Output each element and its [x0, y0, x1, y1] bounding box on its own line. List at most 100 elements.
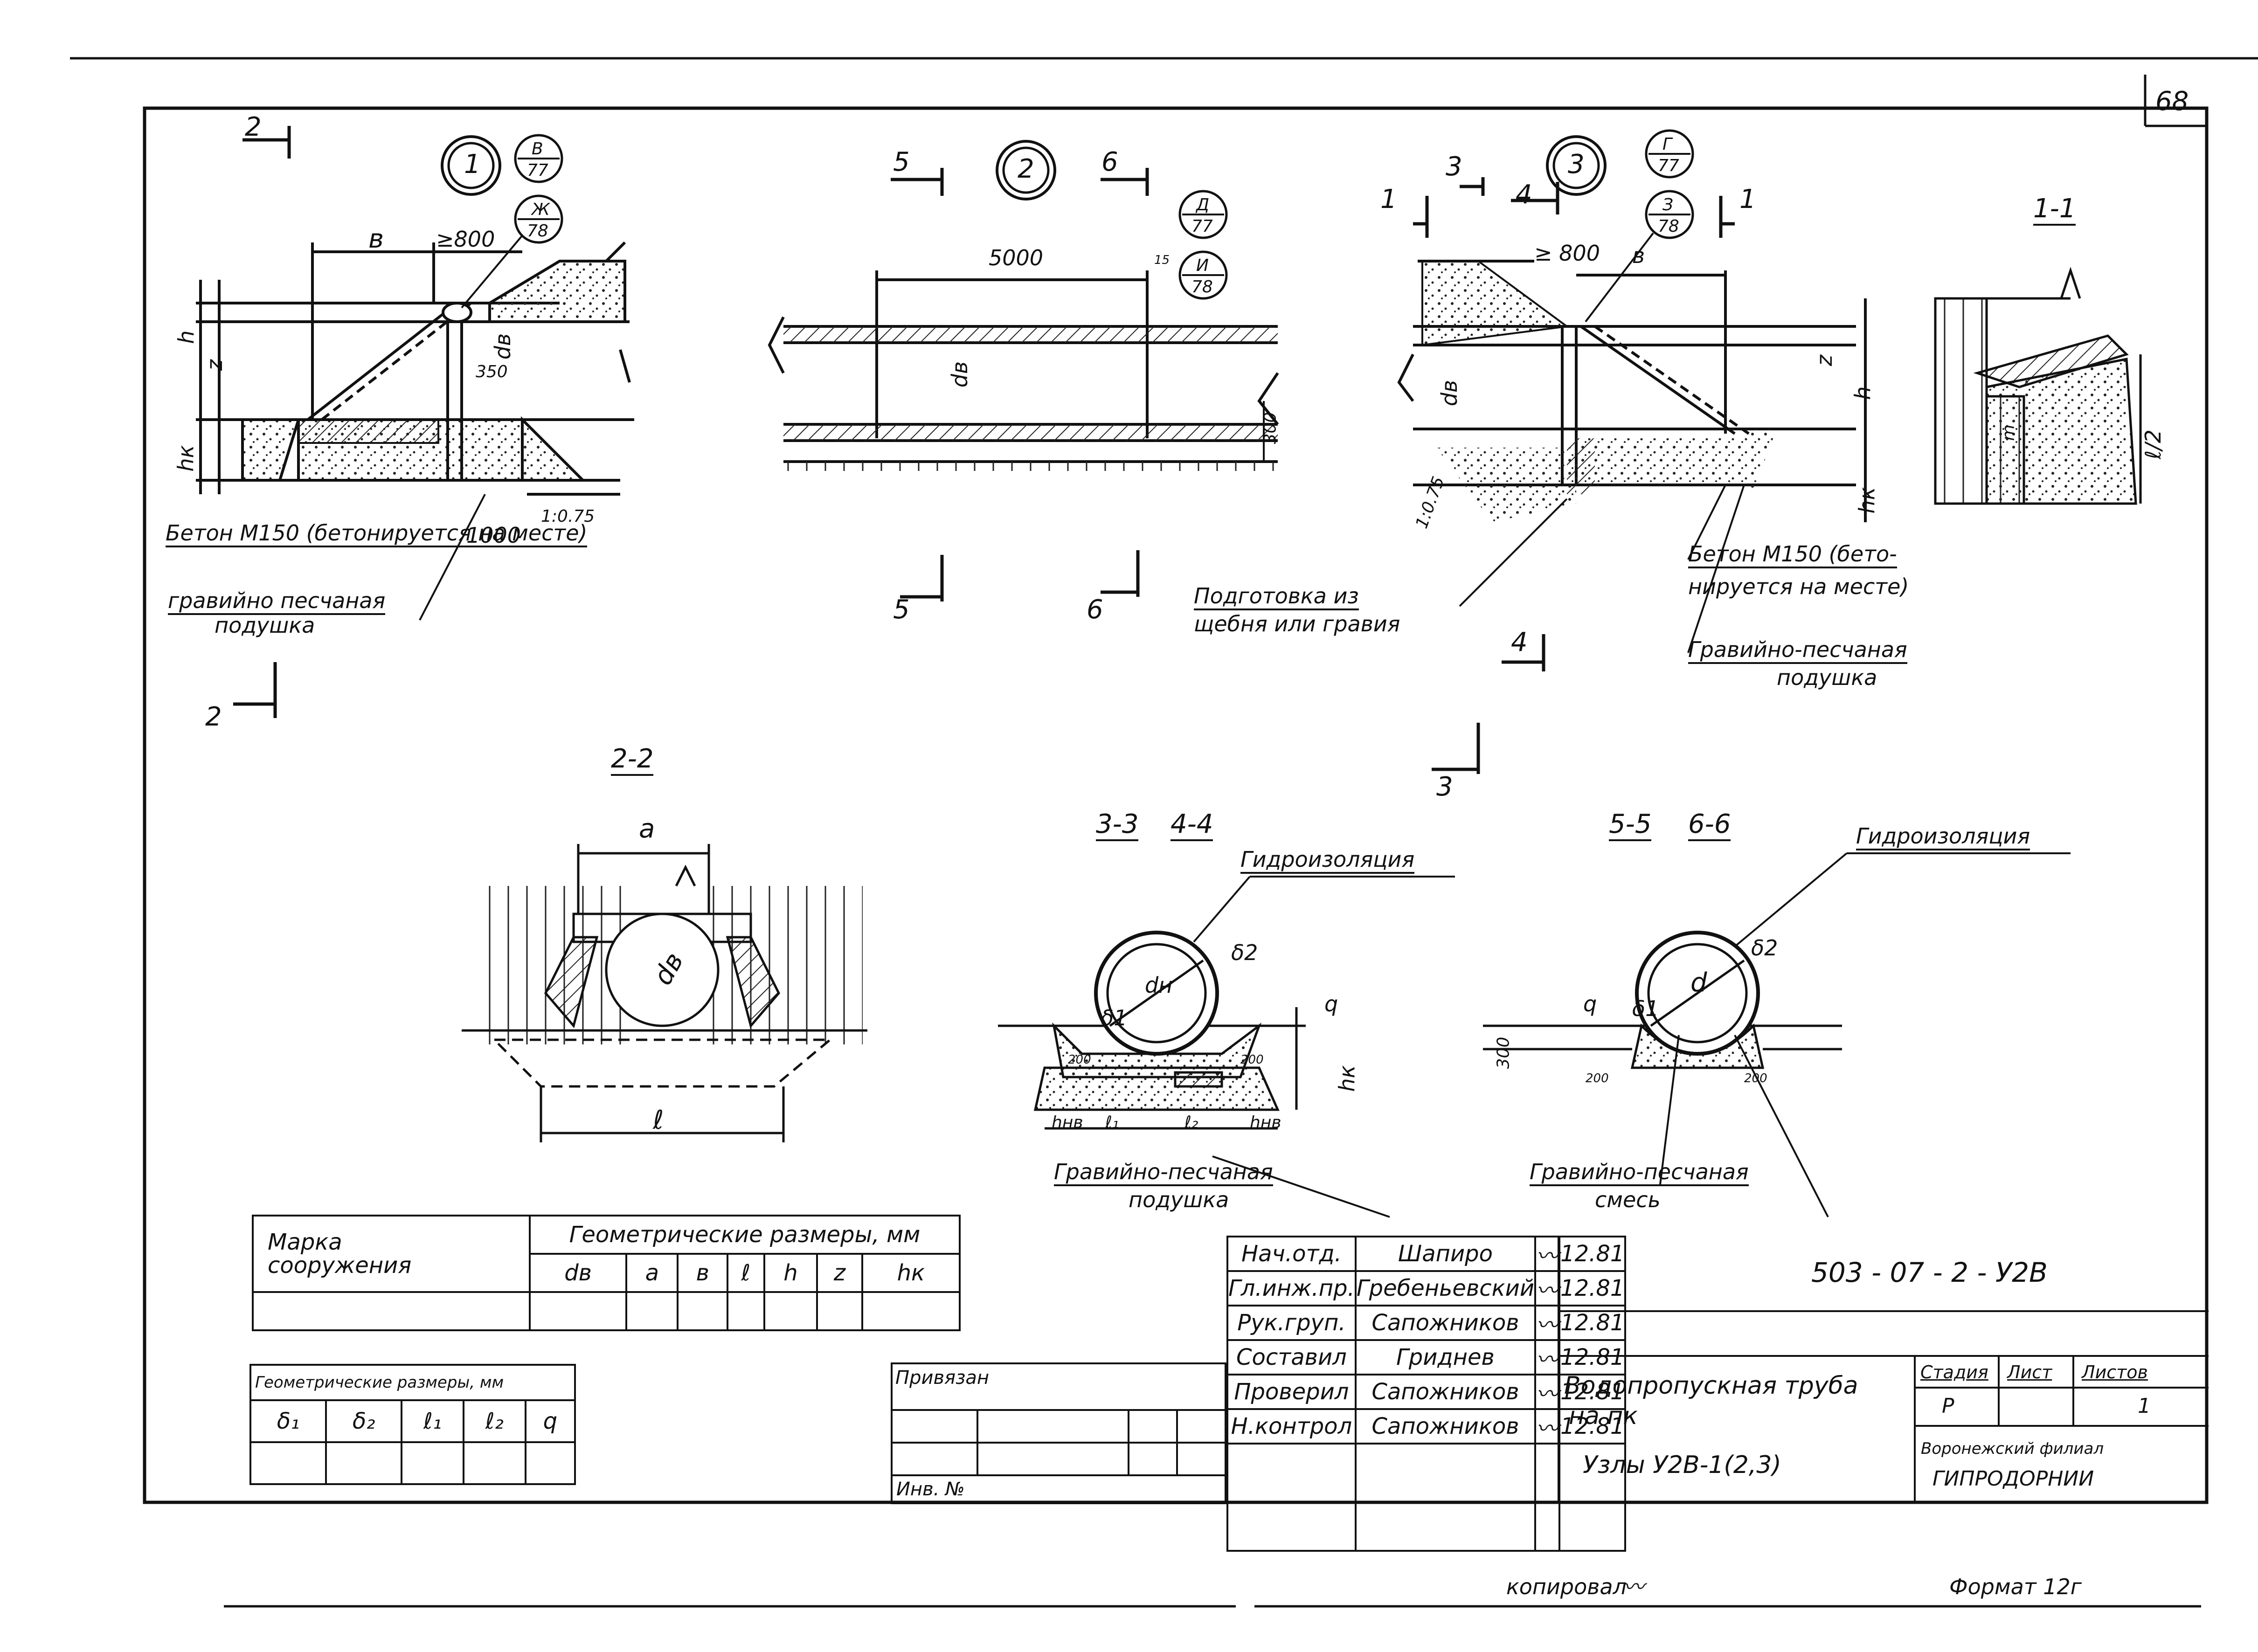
dim-hnb-33-left: hнв: [1052, 1113, 1083, 1132]
dim-m-11: m: [1999, 424, 2018, 441]
sig-name: Гребеньевский: [1354, 1270, 1537, 1306]
dim-15: 15: [1154, 253, 1170, 267]
node1-ref-b-bot: 78: [527, 221, 548, 241]
node1-head-cap: [442, 302, 472, 323]
cut-4-label-top: 4: [1516, 180, 1532, 210]
cut-3-4-1-marks: [1413, 177, 1735, 774]
sig-date: 12.81: [1558, 1339, 1627, 1376]
sig-date: 12.81: [1558, 1305, 1627, 1341]
table-header: Геометрические размеры, мм: [529, 1215, 961, 1255]
sig-date: 12.81: [1558, 1408, 1627, 1445]
subtitle: Узлы У2В-1(2,3): [1583, 1451, 1781, 1479]
dim-dn-33: dн: [1145, 973, 1173, 998]
dim-hk-1: hк: [173, 445, 199, 472]
sig-name: Гриднев: [1354, 1339, 1537, 1376]
binding-cell: [891, 1409, 978, 1444]
small-col-delta1: δ₁: [249, 1399, 327, 1443]
node2-ref-a: [1178, 190, 1228, 239]
stage-divider: [1998, 1355, 2000, 1425]
dim-a-22: a: [639, 814, 655, 844]
binding-cell: [977, 1409, 1129, 1444]
sig-role: Нач.отд.: [1226, 1236, 1357, 1272]
node3-ref-a-top: Г: [1662, 135, 1672, 154]
small-empty-cell: [524, 1441, 576, 1485]
dim-b: в: [368, 224, 384, 254]
code-cell: 503 - 07 - 2 - У2В: [1559, 1236, 2209, 1312]
dim-h-3: h: [1850, 386, 1876, 400]
node1-circle: [441, 135, 501, 196]
cut-6-label-bottom: 6: [1087, 594, 1103, 625]
dim-l2-11: ℓ/2: [2140, 429, 2166, 459]
binding-cell: [891, 1442, 978, 1476]
section-2-2-title: 2-2: [611, 746, 654, 776]
cut-3-label-top: 3: [1446, 152, 1462, 182]
sig-name: Сапожников: [1354, 1408, 1537, 1445]
node1-ref-a-bot: 77: [527, 161, 548, 180]
note-prep-line2: щебня или гравия: [1194, 611, 1400, 636]
node2-ref-a-top: Д: [1196, 195, 1210, 214]
small-col-q: q: [524, 1399, 576, 1443]
dim-dv-3: dв: [1437, 380, 1462, 407]
cut-3-label-bottom: 3: [1436, 772, 1453, 802]
blank-row: [1559, 1310, 2209, 1357]
cut-4-label-bottom: 4: [1511, 627, 1528, 657]
node2-circle: [996, 140, 1056, 200]
signature-row: Нач.отд.Шапиро〰12.81: [1226, 1236, 1627, 1272]
small-col-l1: ℓ₁: [401, 1399, 464, 1443]
sig-role: Составил: [1226, 1339, 1357, 1376]
table-col-z: z: [816, 1253, 863, 1293]
node2-ref-b-top: И: [1196, 256, 1209, 275]
note-gravel-3-line2: подушка: [1777, 665, 1877, 690]
sig-signature: 〰: [1534, 1270, 1561, 1306]
cut-1-label-right: 1: [1739, 184, 1756, 214]
small-dimensions-table: Геометрические размеры, мм δ₁ δ₂ ℓ₁ ℓ₂ q: [249, 1364, 576, 1485]
dim-200-55-right: 200: [1744, 1071, 1767, 1085]
binding-cell: [977, 1442, 1129, 1476]
table-empty-cell: [816, 1291, 863, 1331]
node3-ref-b-top: З: [1662, 195, 1674, 214]
note-gravel-1-line2: подушка: [215, 613, 315, 638]
node1-ref-b-top: Ж: [532, 200, 550, 219]
binding-cell: [1176, 1409, 1226, 1444]
stage-header-row: [1914, 1355, 2209, 1389]
inventory-label: Инв. №: [891, 1474, 1226, 1504]
dim-delta1-33: δ1: [1101, 1005, 1128, 1030]
sig-date: 12.81: [1558, 1270, 1627, 1306]
cut-2-label-bottom: 2: [205, 702, 222, 732]
signature-row: Гл.инж.пр.Гребеньевский〰12.81: [1226, 1270, 1627, 1306]
sig-date: 12.81: [1558, 1374, 1627, 1410]
sig-date: 12.81: [1558, 1236, 1627, 1272]
node2-ref-b-bot: 78: [1191, 277, 1213, 297]
binding-block: Привязан Инв. №: [891, 1362, 1226, 1504]
page-number: 68: [2155, 86, 2189, 117]
small-table-header: Геометрические размеры, мм: [249, 1364, 576, 1401]
node3-circle: [1546, 135, 1607, 196]
note-waterproof-33: Гидроизоляция: [1240, 849, 1415, 874]
dim-dv-1: dв: [490, 333, 516, 360]
sig-signature: 〰: [1534, 1408, 1561, 1445]
section-5-5-title: 5-5: [1609, 811, 1652, 841]
sig-empty: [1558, 1443, 1627, 1552]
cut-5-label-top: 5: [893, 147, 910, 177]
note-concrete-3-line2: нируется на месте): [1688, 574, 1909, 599]
small-empty-cell: [462, 1441, 526, 1485]
section-5-5: [1483, 931, 1842, 1069]
cut-2-label-top: 2: [245, 112, 262, 142]
table-empty-cell: [625, 1291, 679, 1331]
section-3-3-title: 3-3: [1096, 811, 1139, 841]
sig-empty: [1354, 1443, 1537, 1552]
table-empty-cell: [252, 1291, 531, 1331]
small-col-l2: ℓ₂: [462, 1399, 526, 1443]
table-col-hk: hк: [861, 1253, 961, 1293]
dim-350: 350: [476, 362, 508, 381]
stage-header: Стадия: [1920, 1362, 1988, 1382]
sheets-value: 1: [2138, 1394, 2151, 1418]
table-col-dv: dв: [528, 1253, 628, 1293]
dim-300-2: 300: [1261, 412, 1280, 444]
org-line1: Воронежский филиал: [1921, 1439, 2104, 1458]
cut-2-bottom: [233, 662, 277, 718]
sig-name: Шапиро: [1354, 1236, 1537, 1272]
